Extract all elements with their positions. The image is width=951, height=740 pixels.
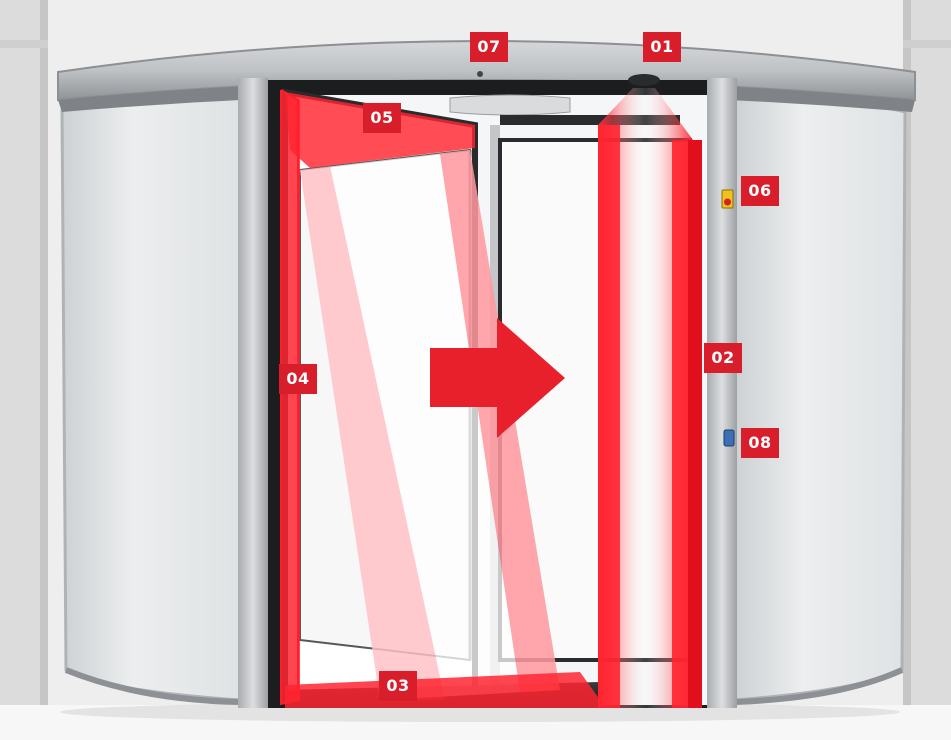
right-post <box>707 78 737 708</box>
callout-08: 08 <box>741 428 779 458</box>
post-safety-strip <box>688 140 702 708</box>
callout-04: 04 <box>279 364 317 394</box>
callout-07: 07 <box>470 32 508 62</box>
callout-01: 01 <box>643 32 681 62</box>
callout-02: 02 <box>704 343 742 373</box>
key-switch-device <box>724 430 734 446</box>
left-post <box>238 78 268 708</box>
callout-06: 06 <box>741 176 779 206</box>
left-drum-glass <box>62 98 240 700</box>
canopy-sensor-dot <box>477 71 483 77</box>
callout-03: 03 <box>379 671 417 701</box>
overhead-sensor <box>628 74 660 86</box>
callout-05: 05 <box>363 103 401 133</box>
